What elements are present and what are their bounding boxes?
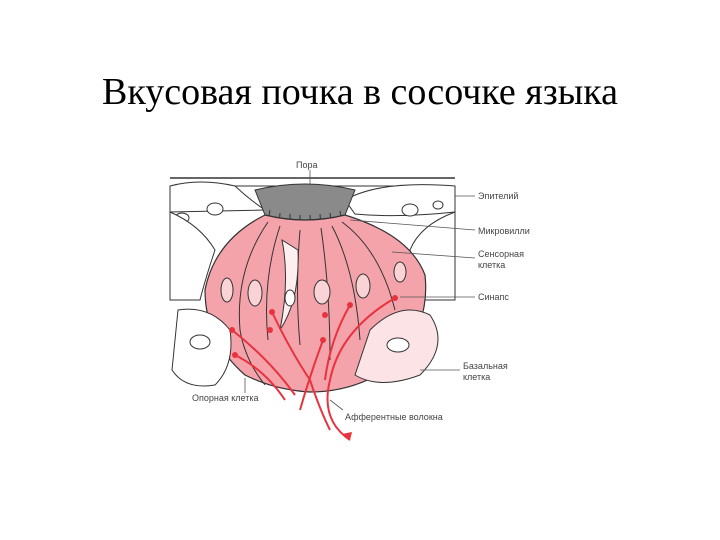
label-epithelium: Эпителий: [478, 191, 518, 201]
label-basal-cell-line1: Базальная: [463, 361, 508, 371]
label-sensory-cell-line1: Сенсорная: [478, 249, 524, 259]
label-afferent-fibers: Афферентные волокна: [345, 412, 443, 422]
label-basal-cell-line2: клетка: [463, 372, 490, 382]
label-synapse: Синапс: [478, 292, 509, 302]
label-supporting-cell: Опорная клетка: [192, 393, 259, 403]
label-sensory-cell-line2: клетка: [478, 260, 505, 270]
label-pore: Пора: [296, 160, 318, 170]
label-microvilli: Микровилли: [478, 226, 530, 236]
